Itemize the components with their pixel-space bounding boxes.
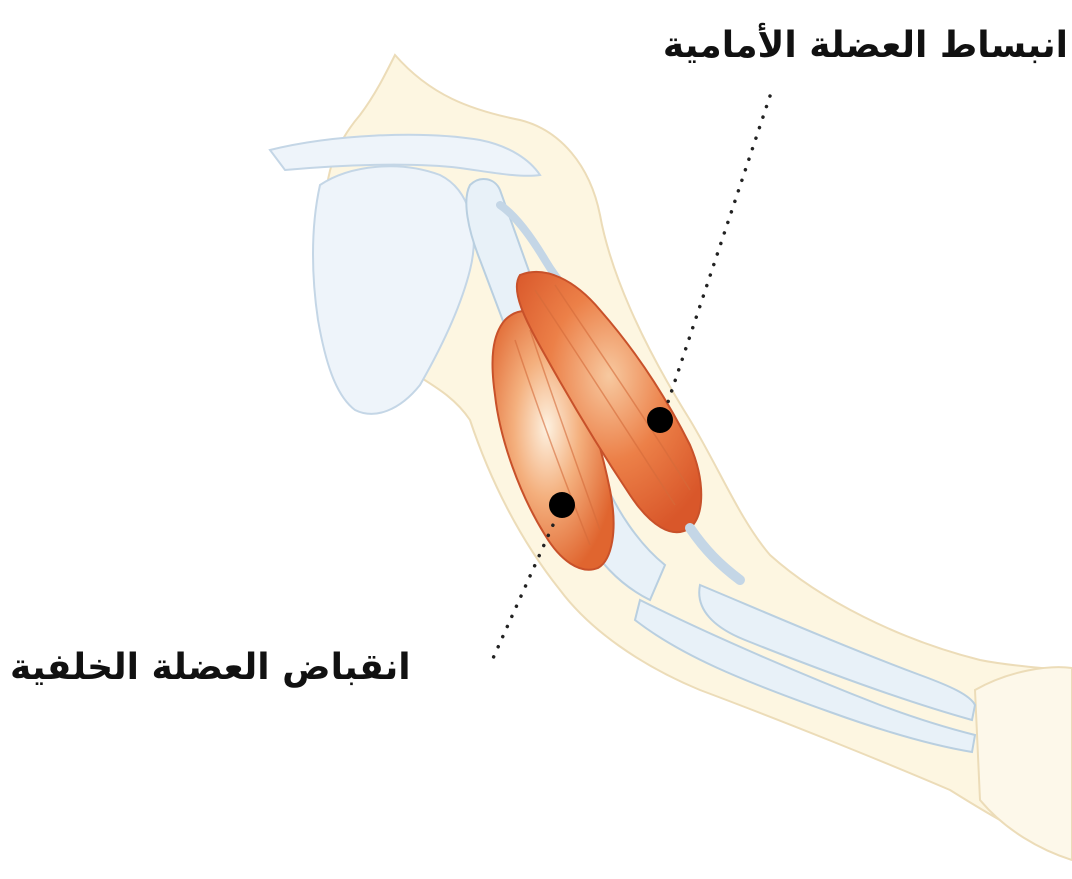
hand: [975, 667, 1072, 860]
label-back-muscle: انقباض العضلة الخلفية: [10, 650, 411, 686]
label-front-muscle: انبساط العضلة الأمامية: [663, 28, 1068, 64]
leader-line-front: [662, 96, 770, 420]
marker-back-muscle: [549, 492, 575, 518]
marker-front-muscle: [647, 407, 673, 433]
